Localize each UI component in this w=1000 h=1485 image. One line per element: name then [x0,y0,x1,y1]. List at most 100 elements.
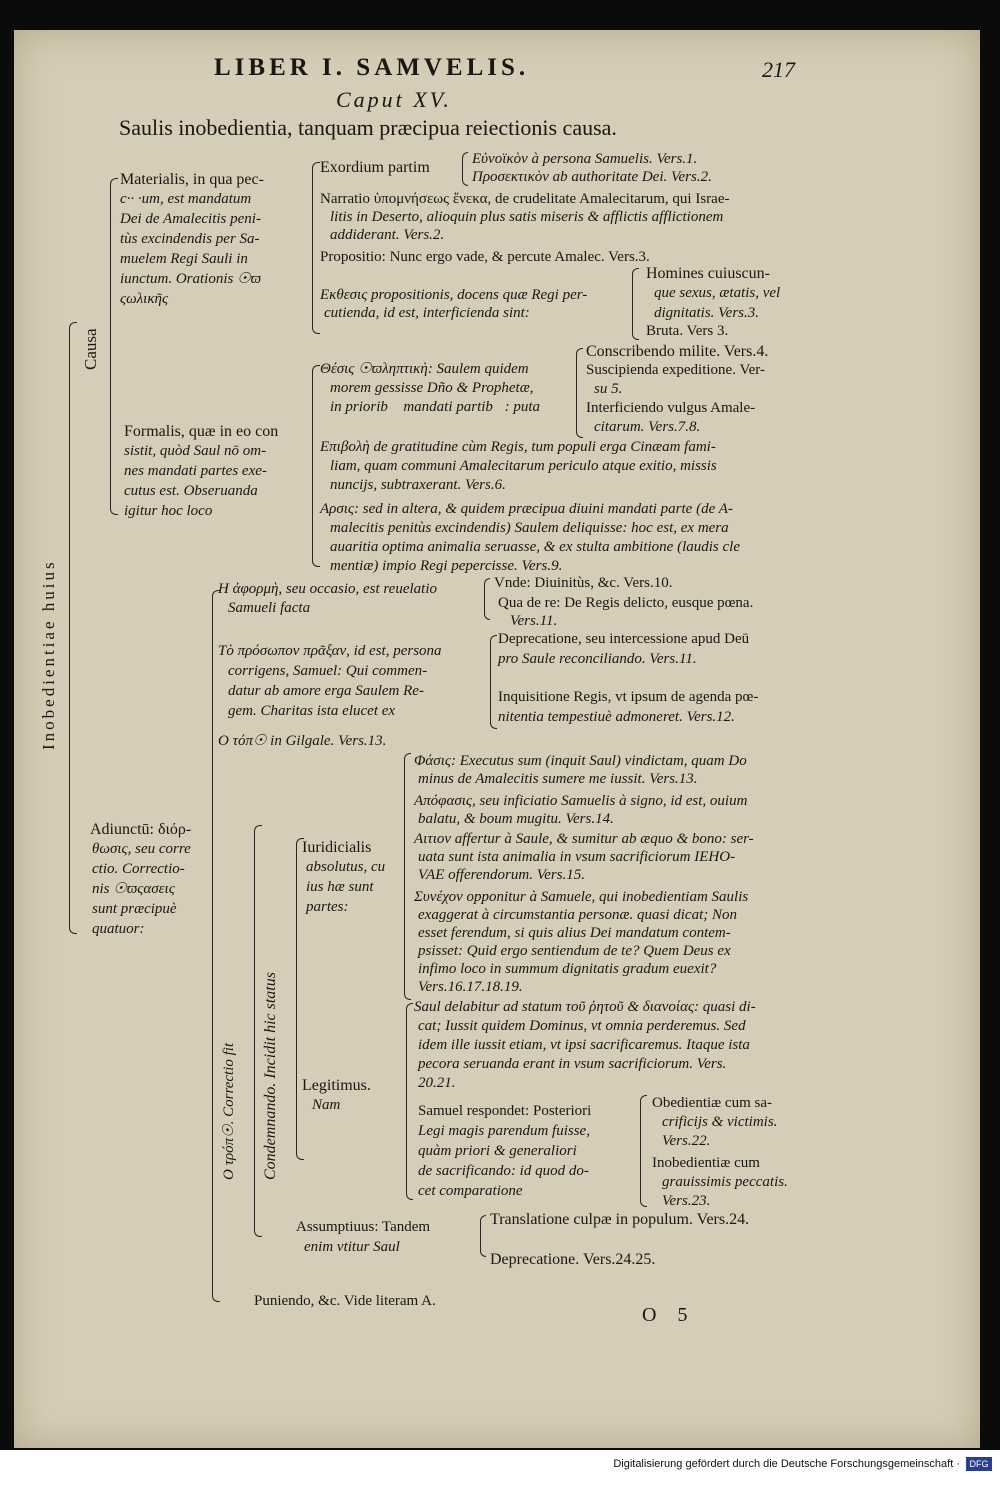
iuridicialis-line: absolutus, cu [306,859,386,875]
adiunctum-line: θωσις, seu corre [92,841,191,857]
bracket-formalis [312,365,320,567]
condemnando-label: Condemnando. Incidit hic status [262,972,279,1180]
prosopon-line: gem. Charitas ista elucet ex [228,703,396,719]
inobedientiae-line: grauissimis peccatis. [662,1174,788,1190]
obedientiae-line: Vers.22. [662,1133,711,1149]
aphorme-line: Η ἀφορμὴ, seu occasio, est reuelatio [218,581,438,597]
bracket-deprecatio [490,635,497,729]
thesis-line: morem gessisse Dño & Prophetæ, [330,380,534,396]
deprecatione-line: pro Saule reconciliando. Vers.11. [498,651,697,667]
materialis-line: ςωλικῆς [120,291,169,307]
bracket-ekthesis [632,268,639,340]
synechon-line: esset ferendum, si quis alius Dei mandat… [418,925,731,941]
causa-label: Causa [81,328,100,370]
samuel-respondet-line: Samuel respondet: Posteriori [418,1103,592,1119]
samuel-respondet-line: cet comparatione [418,1183,523,1199]
synechon-line: infimo loco in summum dignitatis gradum … [418,961,717,977]
samuel-respondet-line: de sacrificando: id quod do- [418,1163,589,1179]
inquisitione-line: nitentia tempestiuè admoneret. Vers.12. [498,709,735,725]
assumptiuus-line: Assumptiuus: Tandem [296,1219,431,1235]
bracket-condemnando [296,838,304,1160]
saul-delabitur-line: cat; Iussit quidem Dominus, vt omnia per… [418,1018,746,1034]
exordium-line: Προσεκτικὸν ab authoritate Dei. Vers.2. [472,169,712,185]
saul-delabitur-line: Saul delabitur ad statum τοῦ ῥητοῦ & δια… [414,999,756,1015]
prosopon-line: Τὸ πρόσωπον πρᾶξαν, id est, persona [218,643,442,659]
page-title: Saulis inobedientia, tanquam præcipua re… [119,115,617,140]
saul-delabitur-line: idem ille iussit etiam, vt ipsi sacrific… [418,1037,750,1053]
narratio-line: addiderant. Vers.2. [330,227,445,243]
adiunctum-line: ctio. Correctio- [92,861,185,877]
materialis-line: muelem Regi Sauli in [120,251,248,267]
epibole-line: Επιβολὴ de gratitudine cùm Regis, tum po… [320,439,716,455]
prosopon-line: datur ab amore erga Saulem Re- [228,683,424,699]
materialis-line: tùs excindendis per Sa- [120,231,260,247]
homines-line: Homines cuiuscun- [646,265,770,282]
formalis-line: igitur hoc loco [124,503,213,519]
aition-line: VAE offerendorum. Vers.15. [418,867,586,883]
iuridicialis-line: partes: [306,899,349,915]
chapter-heading: Caput XV. [336,87,452,112]
adiunctum-line: sunt præcipuè [92,901,177,917]
inobedientiae-line: Inobedientiæ cum [652,1155,760,1171]
conscribendo-line: citarum. Vers.7.8. [594,419,701,435]
materialis-line: Dei de Amalecitis peni- [120,211,261,227]
conscribendo-line: Conscribendo milite. Vers.4. [586,343,769,360]
legitimus-line: Legitimus. [302,1077,371,1094]
topos: O τόπ☉ in Gilgale. Vers.13. [218,733,387,749]
obedientiae-line: crificijs & victimis. [662,1114,778,1130]
bracket-legitimus [406,1003,413,1200]
legitimus-line: Nam [312,1097,341,1113]
assumptiuus-line: enim vtitur Saul [304,1239,400,1255]
exordium-line: Εὐνοϊκὸν à persona Samuelis. Vers.1. [472,151,698,167]
bracket-assumptiuus [480,1215,486,1257]
materialis-line: c·· ·um, est mandatum [120,191,252,207]
bracket-samuel [640,1095,647,1207]
arsis-line: malecitis penitùs excindendis) Saulem de… [330,520,729,536]
bracket-conscribendo [576,348,583,438]
formalis-line: cutus est. Obseruanda [124,483,258,499]
materialis-line: Materialis, in qua pec- [120,171,264,188]
saul-delabitur-line: pecora seruanda erant in vsum sacrificio… [418,1056,727,1072]
narratio-line: litis in Deserto, alioquin plus satis mi… [330,209,724,225]
bracket-causa [110,178,118,515]
narratio-line: Narratio ὑπομνήσεως ἕνεκα, de crudelitat… [320,191,730,207]
obedientiae-line: Obedientiæ cum sa- [652,1095,772,1111]
book-page: LIBER I. SAMVELIS. 217 Caput XV. Saulis … [14,30,980,1448]
formalis-line: Formalis, quæ in eo con [124,423,279,440]
adiunctum-line: nis ☉ϖςασεις [92,881,175,897]
apophasis-line: balatu, & boum mugitu. Vers.14. [418,811,614,827]
footer-text: Digitalisierung gefördert durch die Deut… [613,1458,960,1470]
synechon-line: exaggerat à circumstantia personæ. quasi… [418,907,737,923]
aition-line: uata sunt ista animalia in vsum sacrific… [418,849,736,865]
inquisitione-line: Inquisitione Regis, vt ipsum de agenda p… [498,689,759,705]
epibole-line: liam, quam communi Amalecitarum periculo… [330,458,717,474]
deprecatione-final: Deprecatione. Vers.24.25. [490,1251,656,1268]
unde-line: Vnde: Diuinitùs, &c. Vers.10. [494,575,673,591]
running-title: LIBER I. SAMVELIS. [214,54,530,81]
iuridicialis-line: ius hæ sunt [306,879,374,895]
page-number: 217 [762,57,795,82]
thesis-line: Θέσις ☉ϖληπτικὴ: Saulem quidem [320,361,529,377]
conscribendo-line: su 5. [594,381,623,397]
inobedientia-label: Inobedientiae huius [39,559,58,750]
puniendo: Puniendo, &c. Vide literam A. [254,1293,436,1309]
bracket-main [69,322,77,934]
exordium-label: Exordium partim [320,159,430,176]
bracket-correctio [254,825,262,1237]
homines-line: que sexus, ætatis, vel [654,285,781,301]
adiunctum-line: quatuor: [92,921,145,937]
arsis-line: auaritia optima animalia seruasse, & ex … [330,539,740,555]
bracket-adiunctum [212,590,220,1302]
arsis-line: Aρσις: sed in altera, & quidem præcipua … [320,501,733,517]
apophasis-line: Απόφασις, seu inficiatio Samuelis à sign… [414,793,748,809]
saul-delabitur-line: 20.21. [418,1075,456,1091]
formalis-line: sistit, quòd Saul nō om- [124,443,267,459]
signature-mark: O 5 [642,1304,696,1326]
adiunctum-line: Adiunctū: διόρ- [90,821,192,838]
bracket-iuridicialis [404,753,411,1000]
synechon-line: psisset: Quid ergo sentiendum de te? Que… [418,943,731,959]
propositio: Propositio: Nunc ergo vade, & percute Am… [320,249,650,265]
dfg-logo: DFG [966,1457,992,1471]
unde-line: Vers.11. [510,613,558,629]
inobedientiae-line: Vers.23. [662,1193,711,1209]
